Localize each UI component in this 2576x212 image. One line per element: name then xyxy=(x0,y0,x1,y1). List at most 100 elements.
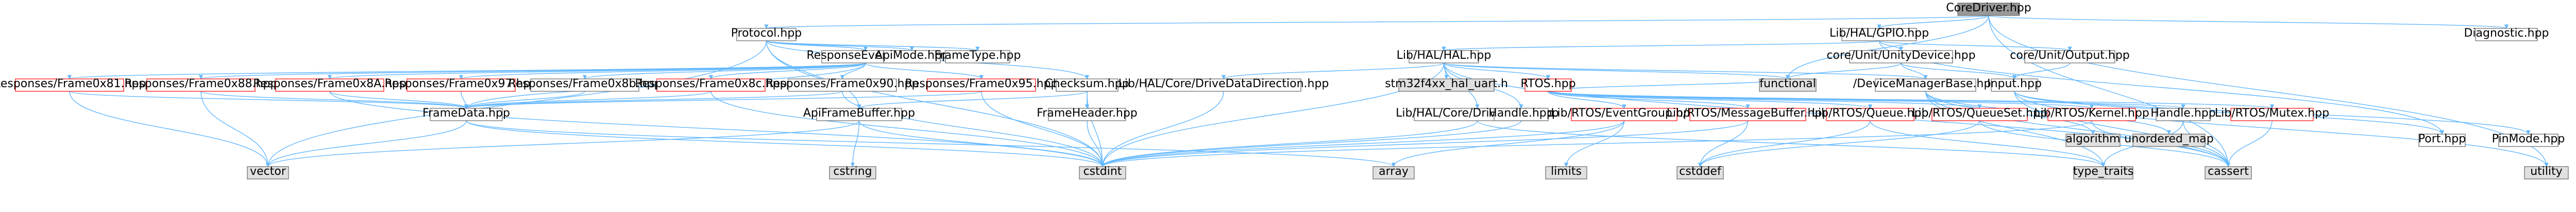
edge-coreddriver-to-halgpio xyxy=(1877,15,1989,29)
node-cstring[interactable]: cstring xyxy=(829,165,876,180)
node-label: Responses/Frame0x8A.hpp xyxy=(253,77,406,90)
node-box xyxy=(1571,108,1677,121)
node-box xyxy=(816,108,902,121)
edge-eventgroup-to-cstdint xyxy=(1100,120,1625,167)
node-functional[interactable]: functional xyxy=(1759,77,1817,92)
node-box xyxy=(1841,28,1917,41)
node-frameheader[interactable]: FrameHeader.hpp xyxy=(1037,107,1138,121)
node-box xyxy=(1146,78,1301,92)
edge-responses-to-rf90 xyxy=(840,62,866,79)
node-pinmode[interactable]: PinMode.hpp xyxy=(2492,133,2565,147)
edge-apiframebuffer-to-cstdint xyxy=(858,120,1105,167)
node-vector[interactable]: vector xyxy=(247,165,289,180)
node-coreddriver[interactable]: CoreDriver.hpp xyxy=(1946,2,2031,16)
node-box xyxy=(2024,50,2115,63)
node-porthpp[interactable]: Port.hpp xyxy=(2418,133,2466,147)
edge-handle1-to-cstdint xyxy=(1100,120,1522,167)
node-label: Diagnostic.hpp xyxy=(2464,27,2549,40)
node-box xyxy=(1849,50,1953,63)
node-libhal[interactable]: Lib/HAL/HAL.hpp xyxy=(1397,49,1492,63)
edge-rf8c-to-framedata xyxy=(464,91,711,109)
node-box xyxy=(1079,166,1126,180)
edge-msgbuffer-to-cstddef xyxy=(1698,120,1749,167)
node-cstddef[interactable]: cstddef xyxy=(1676,165,1724,180)
node-limits[interactable]: limits xyxy=(1545,165,1587,180)
node-box xyxy=(927,78,1036,92)
node-box xyxy=(1398,78,1495,92)
node-label: Responses/Frame0x90.hpp xyxy=(766,77,919,90)
node-algorithm[interactable]: algorithm xyxy=(2065,133,2121,147)
node-msgbuffer[interactable]: Lib/RTOS/MessageBuffer.hpp xyxy=(1667,107,1829,121)
node-checksum[interactable]: Checksum.hpp xyxy=(1045,77,1129,92)
node-rf81[interactable]: Responses/Frame0x81.hpp xyxy=(0,77,146,92)
edge-libhal-to-halddd xyxy=(1222,62,1445,79)
edge-devmgr-to-typetraits xyxy=(1925,91,2106,167)
node-unorderedmap[interactable]: unordered_map xyxy=(2124,133,2214,147)
node-mutex[interactable]: Lib/RTOS/Mutex.hpp xyxy=(2215,107,2329,121)
node-rf8c[interactable]: Responses/Frame0x8c.hpp xyxy=(635,77,787,92)
node-label: core/Unit/Output.hpp xyxy=(2010,49,2130,62)
node-devmgr[interactable]: /DeviceManagerBase.hpp xyxy=(1853,77,1998,92)
node-box xyxy=(530,78,639,92)
node-label: Lib/RTOS/MessageBuffer.hpp xyxy=(1667,107,1829,120)
edge-rf90-to-framedata xyxy=(464,91,843,109)
node-box xyxy=(2205,166,2252,180)
node-box xyxy=(883,50,941,63)
node-halddd[interactable]: Lib/HAL/Core/DriveDataDirection.hpp xyxy=(1118,77,1329,92)
edge-rf8b-to-framedata xyxy=(464,91,585,109)
node-cstdint[interactable]: cstdint xyxy=(1079,165,1126,180)
edge-rtos-to-queueset xyxy=(1548,91,1982,109)
node-label: Responses/Frame0x81.hpp xyxy=(0,77,146,90)
edge-rtos-to-queue xyxy=(1548,91,1872,109)
node-stm32[interactable]: stm32f4xx_hal_uart.h xyxy=(1385,77,1508,92)
node-rf90[interactable]: Responses/Frame0x90.hpp xyxy=(766,77,919,92)
edge-halcdm-to-cstdint xyxy=(1100,120,1478,167)
node-typetraits[interactable]: type_traits xyxy=(2073,165,2134,180)
edge-rf88-to-vector xyxy=(200,91,270,167)
node-eventgroup[interactable]: Lib/RTOS/EventGroup.hpp xyxy=(1551,107,1698,121)
node-queue[interactable]: Lib/RTOS/Queue.hpp xyxy=(1812,107,1929,121)
node-label: cstddef xyxy=(1679,165,1722,178)
node-frametype[interactable]: FrameType.hpp xyxy=(935,49,1021,63)
node-utility[interactable]: utility xyxy=(2524,165,2569,180)
edge-coreddriver-to-functional xyxy=(1785,15,1989,79)
node-label: FrameData.hpp xyxy=(422,107,510,120)
node-rf88[interactable]: Responses/Frame0x88.hpp xyxy=(125,77,278,92)
node-box xyxy=(1759,78,1817,92)
node-handle2[interactable]: Handle.hpp xyxy=(2150,107,2216,121)
node-input[interactable]: Input.hpp xyxy=(1987,77,2042,92)
node-queueset[interactable]: Lib/RTOS/QueueSet.hpp xyxy=(1912,107,2047,121)
node-rf95[interactable]: Responses/Frame0x95.hpp xyxy=(905,77,1058,92)
edge-devmgr-to-cassert xyxy=(1925,91,2231,167)
node-array[interactable]: array xyxy=(1372,165,1415,180)
node-rf97[interactable]: Responses/Frame0x97.hpp xyxy=(385,77,538,92)
node-apiframebuffer[interactable]: ApiFrameBuffer.hpp xyxy=(803,107,915,121)
node-coreoutput[interactable]: core/Unit/Output.hpp xyxy=(2010,49,2130,63)
node-protocol[interactable]: Protocol.hpp xyxy=(731,27,802,41)
edge-coreunitydevice-to-devmgr xyxy=(1901,62,1928,79)
node-coreunitydevice[interactable]: core/Unit/UnityDevice.hpp xyxy=(1826,49,1976,63)
node-diagnostic[interactable]: Diagnostic.hpp xyxy=(2464,27,2549,41)
node-rtos[interactable]: RTOS.hpp xyxy=(1520,77,1576,92)
node-halgpio[interactable]: Lib/HAL/GPIO.hpp xyxy=(1829,27,1929,41)
node-rf8b[interactable]: Responses/Frame0x8b.hpp xyxy=(509,77,662,92)
node-label: ApiMode.hpp xyxy=(875,49,949,62)
node-kernel[interactable]: Lib/RTOS/Kernel.hpp xyxy=(2034,107,2149,121)
edge-rtos-to-functional xyxy=(1548,78,1790,92)
node-rf8a[interactable]: Responses/Frame0x8A.hpp xyxy=(253,77,406,92)
node-framedata[interactable]: FrameData.hpp xyxy=(422,107,510,121)
node-cassert[interactable]: cassert xyxy=(2205,165,2252,180)
node-handle1[interactable]: Handle.hpp xyxy=(1488,107,1554,121)
edge-handle2-to-cassert xyxy=(2182,120,2231,167)
node-box xyxy=(275,78,384,92)
node-label: Checksum.hpp xyxy=(1045,77,1129,90)
node-box xyxy=(1676,166,1724,180)
node-box xyxy=(247,166,289,180)
node-box xyxy=(406,78,516,92)
node-box xyxy=(656,78,766,92)
edge-devmgr-to-unorderedmap xyxy=(1925,91,2172,135)
node-label: FrameType.hpp xyxy=(935,49,1021,62)
node-apimode[interactable]: ApiMode.hpp xyxy=(875,49,949,63)
edge-checksum-to-cstdint xyxy=(1087,91,1105,167)
node-label: Responses/Frame0x97.hpp xyxy=(385,77,538,90)
